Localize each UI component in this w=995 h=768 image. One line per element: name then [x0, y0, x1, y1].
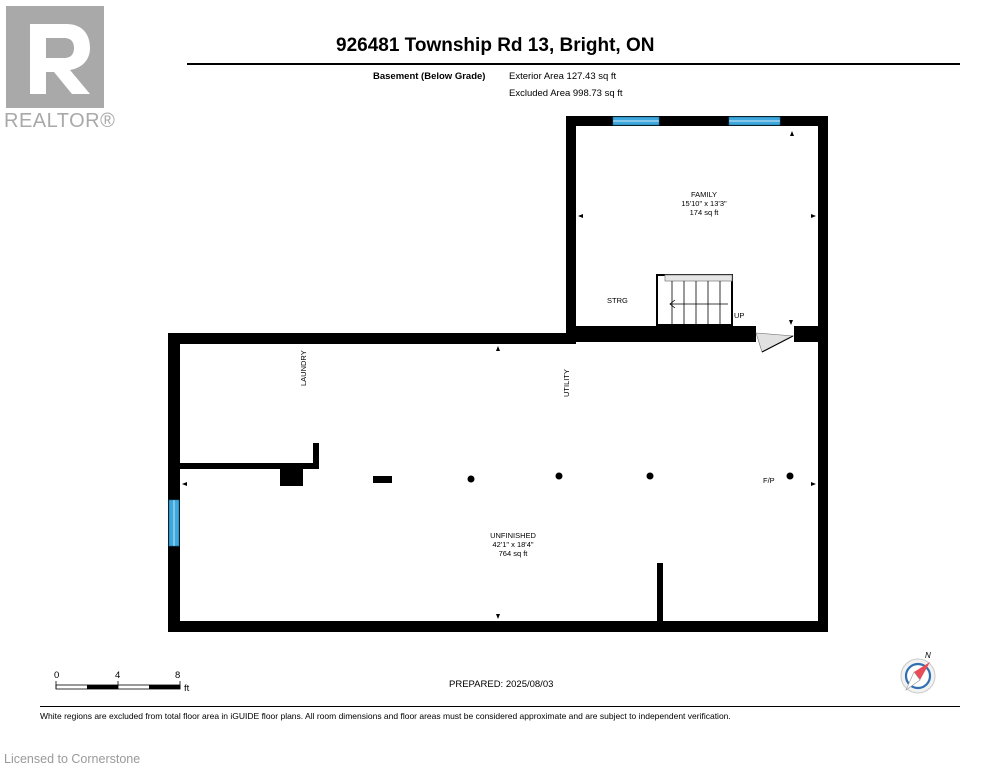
room-laundry: LAUNDRY — [299, 350, 308, 386]
exterior-area: Exterior Area 127.43 sq ft — [509, 71, 617, 82]
prepared-date: PREPARED: 2025/08/03 — [449, 679, 554, 690]
room-unfinished-name: UNFINISHED — [490, 531, 536, 540]
room-strg: STRG — [607, 296, 628, 305]
door-swing — [755, 332, 795, 353]
footer-divider — [40, 706, 960, 707]
dimension-markers — [182, 131, 816, 619]
level-name: Basement (Below Grade) — [373, 71, 486, 82]
scale-bar — [55, 681, 181, 690]
disclaimer-text: White regions are excluded from total fl… — [40, 711, 731, 721]
scale-unit: ft — [184, 683, 190, 694]
room-unfinished-dimensions: 42'1" x 18'4" — [492, 540, 534, 549]
compass-north-label: N — [925, 651, 931, 660]
scale-label-0: 0 — [54, 670, 60, 681]
excluded-area: Excluded Area 998.73 sq ft — [509, 88, 623, 99]
room-family: FAMILY 15'10" x 13'3" 174 sq ft — [664, 190, 744, 217]
realtor-wordmark: REALTOR® — [4, 110, 116, 132]
room-family-dimensions: 15'10" x 13'3" — [681, 199, 727, 208]
scale-label-8: 8 — [175, 670, 181, 681]
page-title: 926481 Township Rd 13, Bright, ON — [336, 35, 655, 56]
stairs — [656, 274, 733, 326]
room-unfinished-area: 764 sq ft — [498, 549, 528, 558]
columns — [467, 472, 794, 483]
fireplace-label: F/P — [763, 476, 775, 485]
room-family-area: 174 sq ft — [689, 208, 719, 217]
compass-icon — [900, 658, 936, 694]
scale-label-4: 4 — [115, 670, 121, 681]
room-utility: UTILITY — [562, 369, 571, 397]
room-unfinished: UNFINISHED 42'1" x 18'4" 764 sq ft — [473, 531, 553, 558]
title-divider — [187, 63, 960, 65]
stairs-up-label: UP — [734, 311, 745, 320]
room-family-name: FAMILY — [690, 190, 718, 199]
walls — [168, 116, 828, 632]
realtor-logo-icon — [6, 6, 104, 108]
license-text: Licensed to Cornerstone — [4, 752, 141, 766]
